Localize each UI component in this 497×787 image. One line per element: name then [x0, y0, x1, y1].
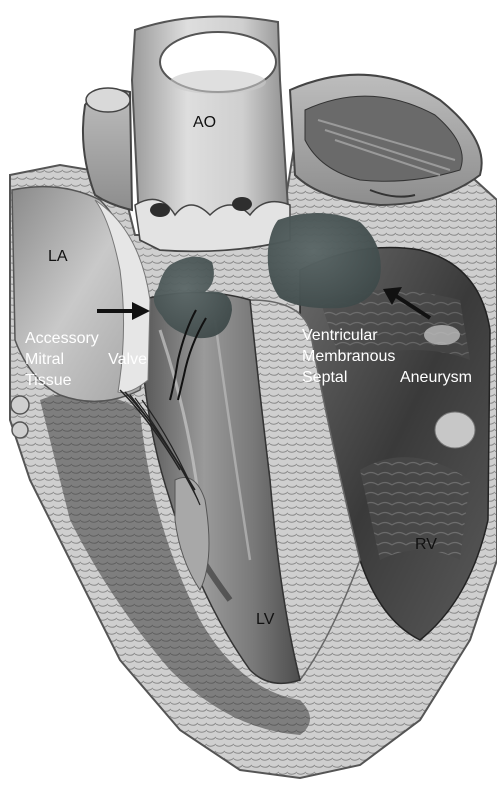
label-ventricular-membranous-septal-aneurysm: Ventricular Membranous Septal Aneurysm [302, 325, 472, 388]
label-left-atrium: LA [48, 246, 68, 267]
label-line: Accessory [25, 328, 147, 349]
aorta [132, 17, 290, 252]
label-word: Valve [108, 349, 147, 370]
label-word: Septal [302, 367, 347, 388]
label-word: Aneurysm [400, 367, 472, 388]
label-right-ventricle: RV [415, 534, 437, 555]
label-line: Membranous [302, 346, 472, 367]
label-line: Tissue [25, 370, 147, 391]
pulmonary-trunk [290, 75, 482, 205]
label-line: Septal Aneurysm [302, 367, 472, 388]
label-left-ventricle: LV [256, 609, 274, 630]
label-word: Mitral [25, 349, 64, 370]
label-line: Ventricular [302, 325, 472, 346]
label-accessory-mitral-valve-tissue: Accessory Mitral Valve Tissue [25, 328, 147, 391]
label-line: Mitral Valve [25, 349, 147, 370]
ventricular-membranous-septal-aneurysm-highlight [268, 213, 381, 308]
label-aorta: AO [193, 112, 216, 133]
